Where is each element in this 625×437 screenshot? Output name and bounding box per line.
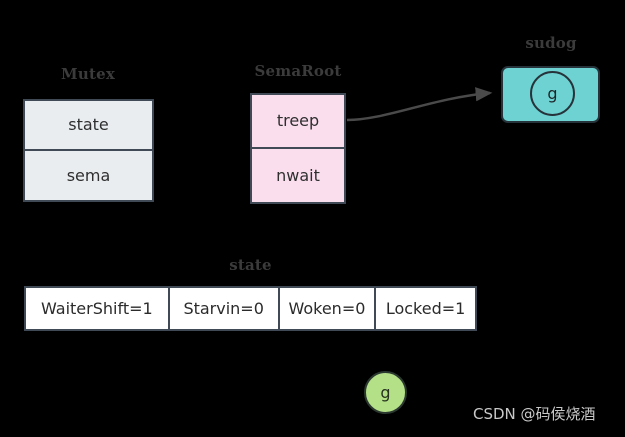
mutex-caption: Mutex <box>61 65 115 83</box>
watermark-text: CSDN @码侯烧酒 <box>473 405 596 423</box>
state-table-caption: state <box>229 256 272 274</box>
state-cell-woken: Woken=0 <box>280 288 377 329</box>
sudog-box: g <box>501 66 600 123</box>
state-cell-locked: Locked=1 <box>385 299 466 318</box>
sudog-caption: sudog <box>525 34 577 52</box>
semaroot-struct-box: treep nwait <box>250 93 346 204</box>
goroutine-circle: g <box>364 371 407 414</box>
mutex-field-state: state <box>25 101 152 151</box>
mutex-struct-box: state sema <box>23 99 154 202</box>
semaroot-caption: SemaRoot <box>254 62 342 80</box>
mutex-field-sema: sema <box>66 165 111 185</box>
semaroot-field-nwait: nwait <box>276 165 320 185</box>
state-cell-starvin: Starvin=0 <box>170 288 280 329</box>
sudog-goroutine-circle: g <box>530 71 575 116</box>
semaroot-field-treep: treep <box>252 95 344 149</box>
treep-to-sudog-arrow <box>346 87 493 122</box>
state-bits-table: WaiterShift=1 Starvin=0 Woken=0 Locked=1 <box>24 286 477 331</box>
state-cell-waitershift: WaiterShift=1 <box>26 288 170 329</box>
